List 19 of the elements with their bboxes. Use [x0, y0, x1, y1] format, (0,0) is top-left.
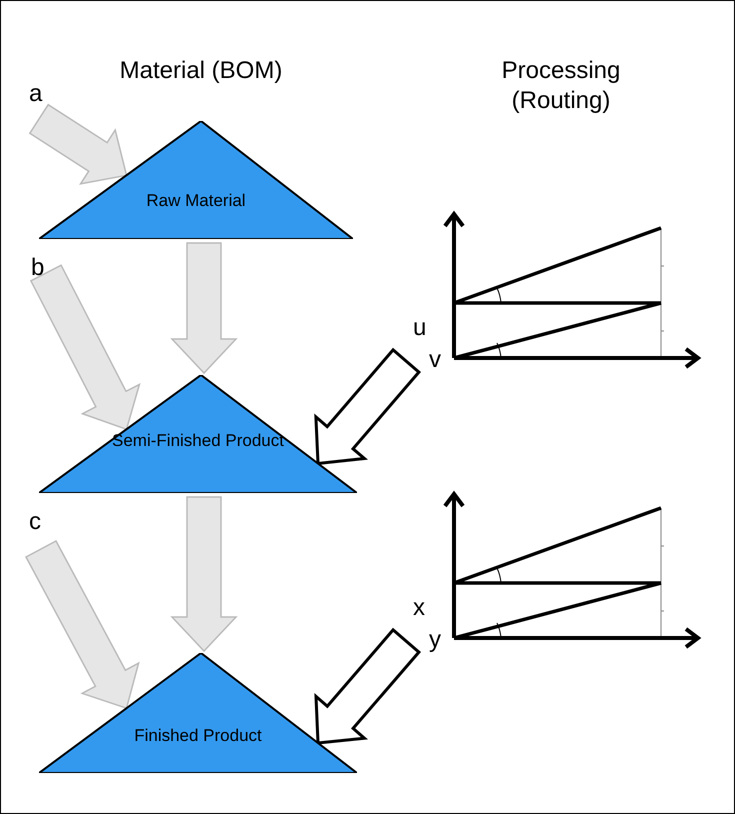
node-text: Finished Product: [133, 726, 263, 746]
edge-label: c: [29, 509, 41, 535]
arrow-label: u: [413, 315, 426, 341]
node-text: Semi-Finished Product: [111, 431, 285, 451]
block-arrow: [314, 628, 422, 745]
column-heading: Processing (Routing): [500, 56, 622, 116]
block-arrow: [24, 540, 140, 710]
arrow-label: v: [429, 347, 441, 373]
arrow-label: x: [413, 595, 425, 621]
edge-label: b: [31, 255, 44, 281]
block-arrow: [170, 242, 238, 374]
arrow-label: y: [429, 627, 441, 653]
block-arrow: [28, 104, 128, 185]
block-arrow: [30, 264, 141, 430]
node-text: Raw Material: [145, 191, 247, 211]
edge-label: a: [29, 81, 42, 107]
block-arrow: [170, 496, 238, 652]
block-arrow: [314, 348, 422, 466]
column-heading: Material (BOM): [118, 56, 284, 86]
